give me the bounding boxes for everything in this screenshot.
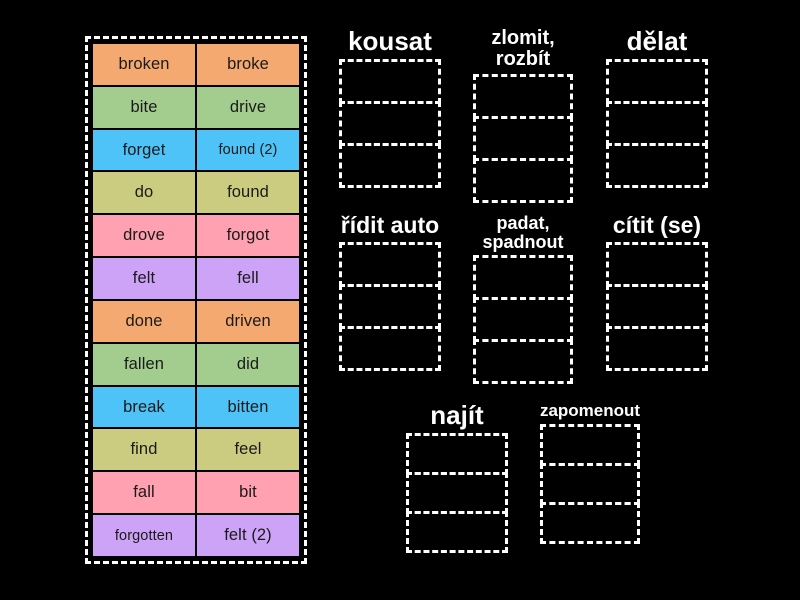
- dropzone[interactable]: [473, 73, 573, 119]
- word-tile[interactable]: fell: [196, 257, 300, 300]
- dropzone[interactable]: [339, 101, 441, 147]
- dropzone[interactable]: [473, 255, 573, 301]
- dropzone-stack-ridit-auto[interactable]: [339, 241, 441, 371]
- word-tile[interactable]: forgotten: [92, 514, 196, 557]
- dropzone[interactable]: [473, 115, 573, 161]
- dropzone[interactable]: [339, 325, 441, 371]
- category-group-padat-spadnout[interactable]: padat, spadnout: [473, 213, 573, 385]
- category-group-najit[interactable]: najít: [406, 400, 508, 554]
- dropzone[interactable]: [540, 423, 640, 466]
- word-tile[interactable]: fall: [92, 471, 196, 515]
- dropzone[interactable]: [339, 283, 441, 329]
- word-tile[interactable]: driven: [196, 299, 300, 343]
- word-tile[interactable]: bitten: [196, 385, 300, 429]
- word-tile[interactable]: fallen: [92, 342, 196, 386]
- word-tile[interactable]: found: [196, 171, 300, 215]
- word-tile[interactable]: feel: [196, 428, 300, 472]
- dropzone[interactable]: [339, 59, 441, 105]
- dropzone[interactable]: [473, 297, 573, 343]
- dropzone[interactable]: [473, 157, 573, 203]
- word-tile[interactable]: drove: [92, 214, 196, 258]
- category-group-zlomit-rozbit[interactable]: zlomit, rozbít: [473, 28, 573, 203]
- word-tile[interactable]: find: [92, 428, 196, 472]
- dropzone-stack-zlomit-rozbit[interactable]: [473, 73, 573, 203]
- category-label-zlomit-rozbit: zlomit, rozbít: [491, 27, 555, 70]
- dropzone[interactable]: [606, 143, 708, 189]
- category-group-citit-se[interactable]: cítit (se): [606, 212, 708, 371]
- category-label-delat: dělat: [626, 26, 688, 56]
- category-label-zapomenout: zapomenout: [539, 401, 641, 420]
- dropzone-stack-delat[interactable]: [606, 59, 708, 189]
- word-tile[interactable]: done: [92, 299, 196, 343]
- category-label-citit-se: cítit (se): [612, 212, 702, 238]
- word-tile[interactable]: bite: [92, 85, 196, 129]
- word-tile[interactable]: found (2): [196, 128, 300, 172]
- category-label-najit: najít: [430, 400, 484, 430]
- word-tile[interactable]: felt: [92, 257, 196, 300]
- category-group-kousat[interactable]: kousat: [339, 26, 441, 189]
- dropzone[interactable]: [339, 143, 441, 189]
- dropzone-stack-kousat[interactable]: [339, 59, 441, 189]
- word-tile[interactable]: forgot: [196, 214, 300, 258]
- word-tile[interactable]: broke: [196, 43, 300, 86]
- word-tile[interactable]: broken: [92, 43, 196, 86]
- dropzone-stack-najit[interactable]: [406, 433, 508, 554]
- word-tile[interactable]: break: [92, 385, 196, 429]
- dropzone[interactable]: [339, 241, 441, 287]
- dropzone[interactable]: [540, 501, 640, 544]
- dropzone[interactable]: [606, 325, 708, 371]
- category-group-ridit-auto[interactable]: řídit auto: [339, 212, 441, 371]
- dropzone[interactable]: [606, 241, 708, 287]
- word-tile[interactable]: forget: [92, 128, 196, 172]
- dropzone[interactable]: [540, 462, 640, 505]
- dropzone[interactable]: [406, 433, 508, 476]
- category-group-delat[interactable]: dělat: [606, 26, 708, 189]
- dropzone[interactable]: [406, 511, 508, 554]
- dropzone[interactable]: [606, 101, 708, 147]
- word-tile[interactable]: do: [92, 171, 196, 215]
- word-tile[interactable]: bit: [196, 471, 300, 515]
- word-tile[interactable]: drive: [196, 85, 300, 129]
- dropzone[interactable]: [606, 59, 708, 105]
- dropzone[interactable]: [406, 472, 508, 515]
- dropzone-stack-padat-spadnout[interactable]: [473, 255, 573, 385]
- word-tile[interactable]: felt (2): [196, 514, 300, 557]
- dropzone[interactable]: [606, 283, 708, 329]
- category-label-padat-spadnout: padat, spadnout: [482, 213, 564, 252]
- category-group-zapomenout[interactable]: zapomenout: [540, 402, 640, 544]
- dropzone[interactable]: [473, 339, 573, 385]
- dropzone-stack-citit-se[interactable]: [606, 241, 708, 371]
- word-tile[interactable]: did: [196, 342, 300, 386]
- category-label-kousat: kousat: [348, 26, 432, 56]
- category-label-ridit-auto: řídit auto: [340, 212, 440, 238]
- dropzone-stack-zapomenout[interactable]: [540, 423, 640, 544]
